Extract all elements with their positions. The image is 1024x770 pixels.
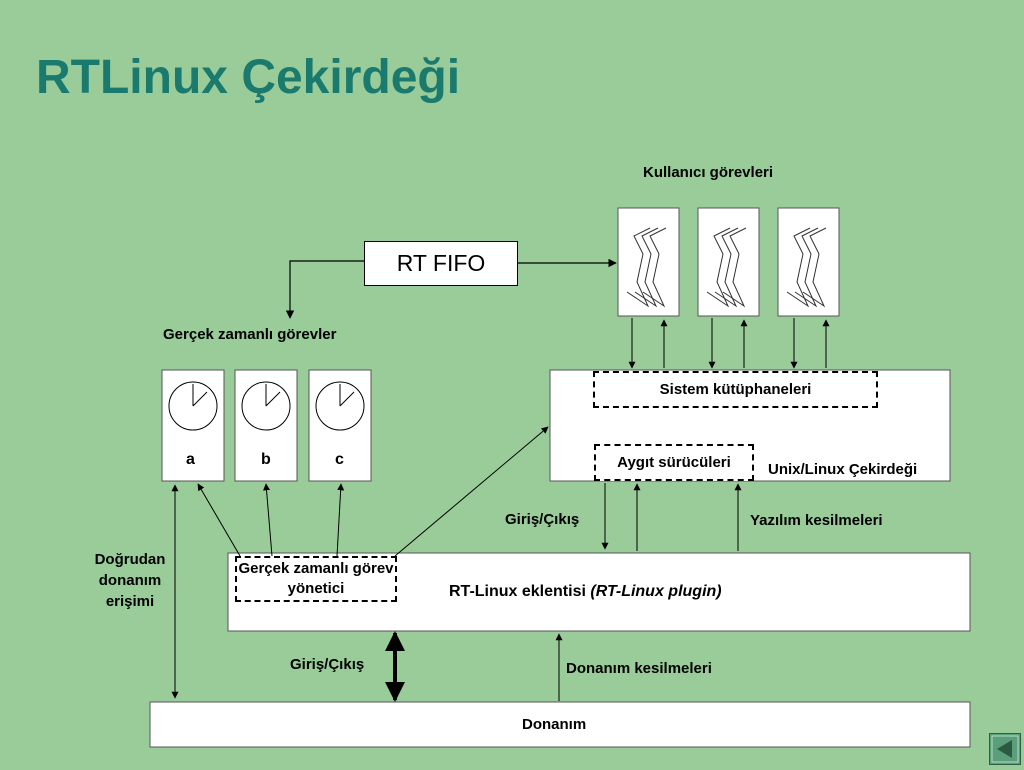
realtime-tasks-label: Gerçek zamanlı görevler — [163, 326, 337, 343]
realtime-task-a — [161, 369, 225, 482]
slide-title: RTLinux Çekirdeği — [36, 51, 461, 104]
back-button[interactable] — [989, 733, 1021, 765]
hardware-box — [149, 701, 971, 748]
user-task-2 — [697, 207, 760, 317]
system-libraries-box: Sistem kütüphaneleri — [593, 371, 878, 408]
device-drivers-box: Aygıt sürücüleri — [594, 444, 754, 481]
kernel-plugin-arrows — [601, 483, 742, 551]
plugin-label: RT-Linux eklentisi (RT-Linux plugin) — [449, 583, 722, 601]
task-c-label: c — [335, 451, 344, 468]
triangle-left-icon — [989, 733, 1021, 765]
rt-task-manager-box: Gerçek zamanlı görev yönetici — [235, 556, 397, 602]
hw-interrupts-label: Donanım kesilmeleri — [566, 660, 712, 677]
hardware-label: Donanım — [522, 716, 587, 733]
task-manager-arrows — [197, 426, 549, 557]
task-a-label: a — [186, 451, 195, 468]
plugin-italic-text: (RT-Linux plugin) — [590, 583, 722, 600]
user-task-3 — [777, 207, 840, 317]
user-tasks-label: Kullanıcı görevleri — [643, 164, 774, 181]
user-kernel-arrows — [628, 318, 830, 369]
realtime-task-c — [308, 369, 372, 482]
plugin-text: RT-Linux eklentisi — [449, 583, 586, 600]
unix-kernel-label: Unix/Linux Çekirdeği — [768, 461, 918, 478]
software-interrupts-label: Yazılım kesilmeleri — [750, 512, 883, 529]
user-task-1 — [617, 207, 680, 317]
io-upper-label: Giriş/Çıkış — [505, 511, 580, 528]
io-lower-label: Giriş/Çıkış — [290, 656, 365, 673]
realtime-task-b — [234, 369, 298, 482]
direct-hw-access-label: Doğrudan donanım erişimi — [94, 551, 166, 610]
rt-fifo-box: RT FIFO — [364, 241, 518, 286]
task-b-label: b — [261, 451, 271, 468]
fifo-to-realtime-arrow — [285, 260, 364, 319]
